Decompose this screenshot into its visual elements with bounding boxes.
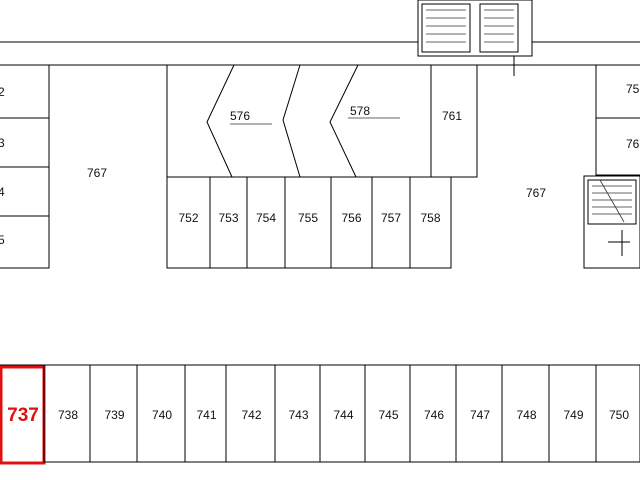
room-750 — [595, 364, 640, 463]
room-label-737: 737 — [7, 405, 39, 426]
room-label-757: 757 — [381, 211, 401, 225]
room-761: 761 — [430, 64, 478, 178]
lower-room-row: 737 738 739 740 741 742 743 744 745 746 747 748 749 7… — [0, 364, 640, 465]
room-label-746: 746 — [424, 408, 444, 422]
room-label-576: 576 — [230, 109, 250, 123]
room-label-745: 745 — [378, 408, 398, 422]
top-stairwell — [417, 0, 533, 76]
right-stairwell — [583, 175, 640, 269]
upper-left-rooms: 2 3 4 5 — [0, 64, 50, 269]
room-label-752: 752 — [178, 211, 198, 225]
hall-767-left: 767 — [87, 166, 107, 180]
room-label-right-2: 76 — [626, 137, 640, 151]
room-label-738: 738 — [58, 408, 78, 422]
room-label-761: 761 — [442, 109, 462, 123]
room-label-578: 578 — [350, 104, 370, 118]
angled-rooms-block: 576 578 — [166, 64, 432, 178]
upper-right-rooms: 75 76 — [595, 64, 640, 176]
room-label-750: 750 — [609, 408, 629, 422]
room-label-747: 747 — [470, 408, 490, 422]
room-label-753: 753 — [218, 211, 238, 225]
room-label-left-4: 5 — [0, 233, 5, 247]
room-label-743: 743 — [288, 408, 308, 422]
room-label-756: 756 — [341, 211, 361, 225]
room-label-left-3: 4 — [0, 185, 5, 199]
room-label-754: 754 — [256, 211, 276, 225]
room-label-748: 748 — [516, 408, 536, 422]
hall-767-right: 767 — [526, 186, 546, 200]
room-label-740: 740 — [152, 408, 172, 422]
room-label-741: 741 — [196, 408, 216, 422]
room-label-758: 758 — [420, 211, 440, 225]
room-label-left-2: 3 — [0, 136, 5, 150]
room-label-749: 749 — [563, 408, 583, 422]
room-label-742: 742 — [241, 408, 261, 422]
room-label-744: 744 — [333, 408, 353, 422]
room-label-left-1: 2 — [0, 85, 5, 99]
room-label-755: 755 — [298, 211, 318, 225]
room-758 — [409, 176, 452, 269]
upper-room-row: 752 753 754 755 756 757 758 — [166, 176, 452, 269]
room-label-right-1: 75 — [626, 82, 640, 96]
room-label-739: 739 — [104, 408, 124, 422]
